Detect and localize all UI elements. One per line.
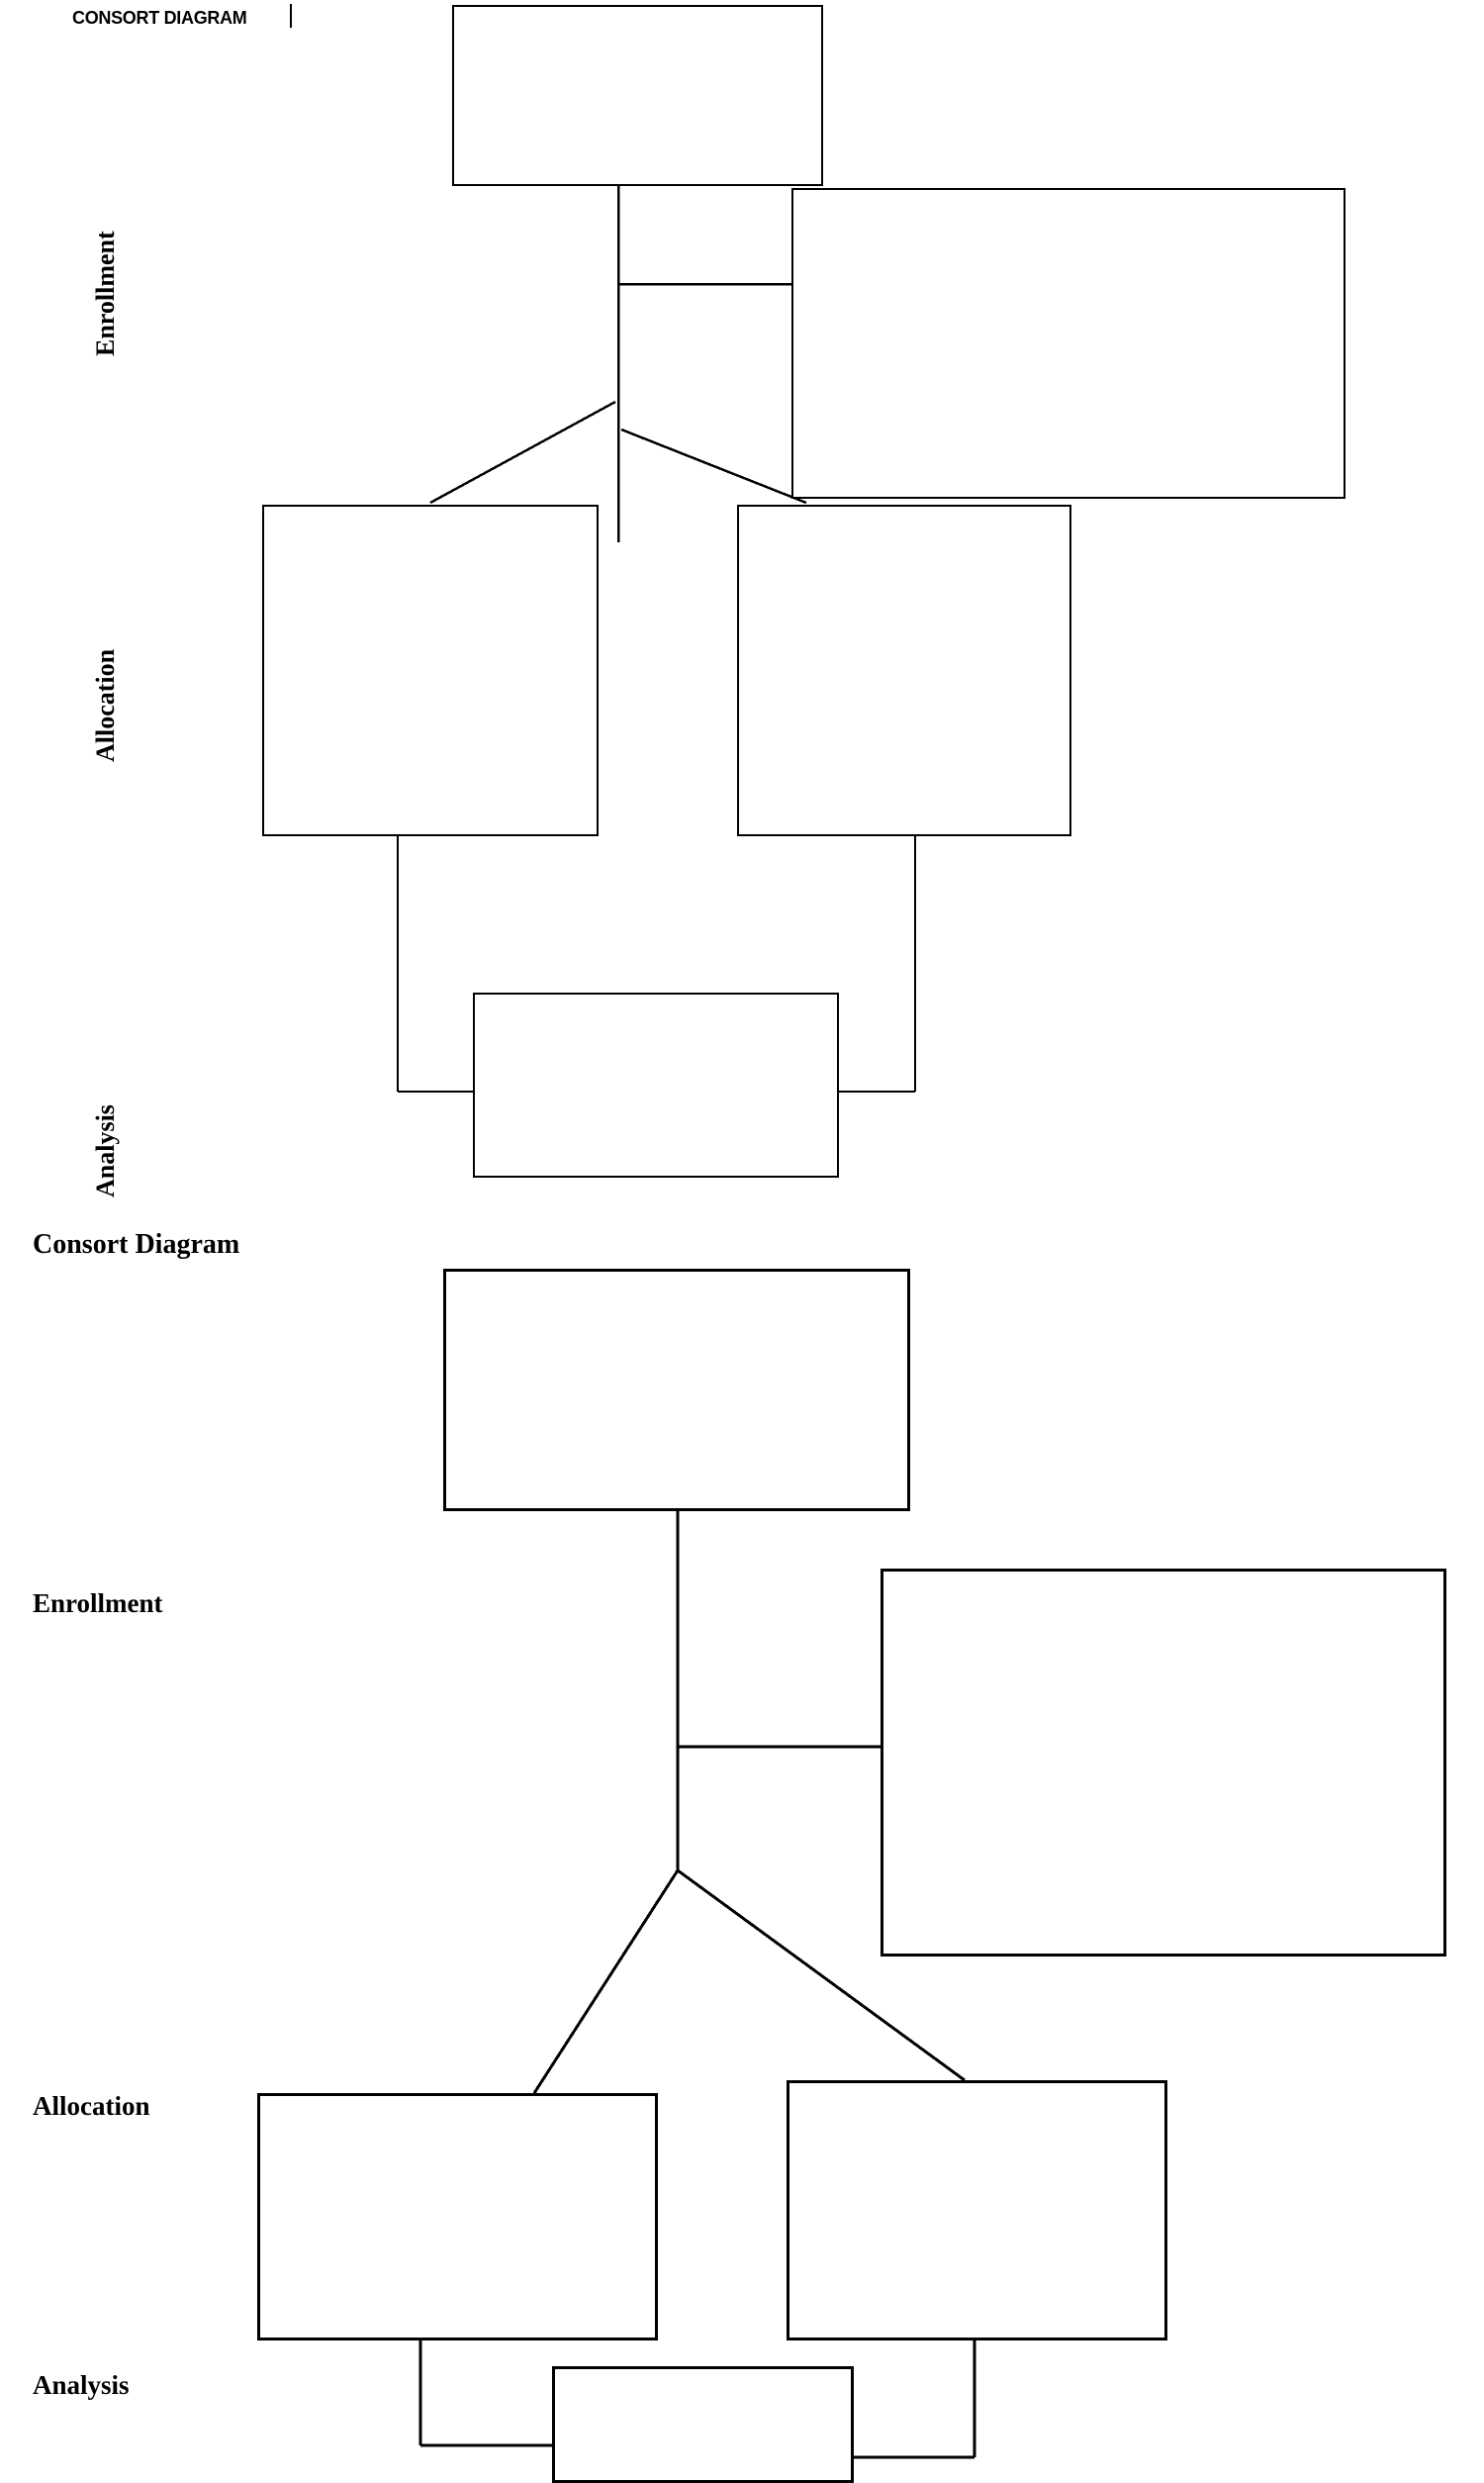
bottom-split-right (677, 1868, 966, 2082)
top-diagram-caption: CONSORT DIAGRAM (72, 8, 247, 28)
top-split-right (620, 428, 807, 505)
top-stage-label-enrollment: Enrollment (91, 231, 120, 356)
bottom-node-allocated-to-analysis (257, 2093, 658, 2340)
bottom-node-excluded (881, 1569, 1446, 1957)
top-stage-label-allocation: Allocation (91, 648, 120, 762)
top-node-analyzed (473, 993, 839, 1178)
top-node-allocated-to-analysis (262, 505, 599, 836)
top-stage-label-analysis: Analysis (91, 1104, 120, 1197)
bottom-stage-label-allocation: Allocation (33, 2091, 150, 2121)
bottom-node-assessed-for-eligibility (443, 1269, 910, 1511)
top-node-assessed-for-eligibility (452, 5, 823, 186)
text-cursor-icon (290, 4, 292, 28)
bottom-stage-label-enrollment: Enrollment (33, 1588, 163, 1618)
top-split-left (429, 400, 616, 505)
top-node-excluded (791, 188, 1345, 499)
top-node-allocated-to-intervention (737, 505, 1071, 836)
bottom-node-analyzed (552, 2366, 854, 2483)
bottom-split-left (532, 1869, 680, 2094)
bottom-stage-label-analysis: Analysis (33, 2370, 130, 2400)
bottom-diagram-caption: Consort Diagram (33, 1229, 240, 1260)
bottom-node-allocated-to-intervention (787, 2080, 1167, 2340)
